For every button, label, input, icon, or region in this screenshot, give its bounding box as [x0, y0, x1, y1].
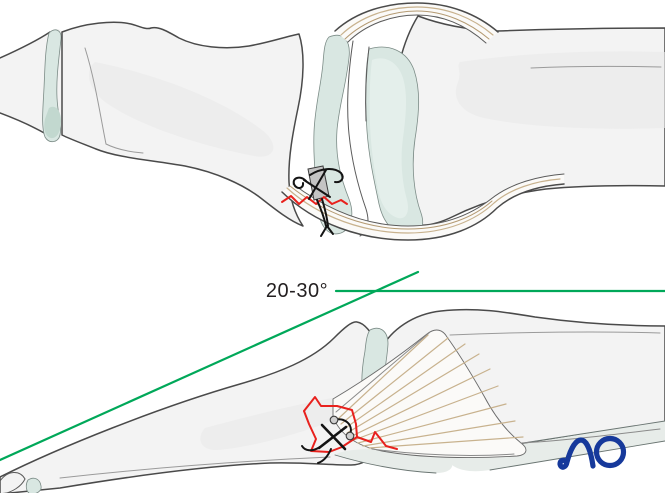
flexor-sheath-edge: [489, 440, 665, 471]
ligament-outer-edge: [281, 183, 565, 241]
cerclage-wire-lateral: [301, 415, 355, 464]
angle-reference-line-shaft: [0, 270, 420, 462]
dip-condyle-edge: [4, 478, 26, 493]
cartilage-shadow-left: [44, 106, 61, 139]
wire-pigtail: [292, 176, 307, 189]
ligament-fiber: [286, 178, 561, 234]
ao-logo-letter-a: [557, 437, 596, 470]
ligament-fiber: [357, 403, 507, 444]
wire-hook: [309, 168, 344, 184]
lateral-view: 20-30°: [0, 270, 665, 493]
wire-knot: [317, 425, 348, 450]
wire-twist-end: [320, 225, 328, 237]
bone-shadow: [200, 394, 364, 451]
ligament-fiber: [340, 6, 494, 36]
collateral-ligament-volar: [282, 174, 564, 240]
bone-contour: [530, 65, 662, 69]
volar-plate-edge: [334, 454, 437, 474]
dip-condyle-edge: [0, 472, 26, 482]
ligament-fiber: [353, 385, 499, 441]
bone-contour: [449, 331, 661, 336]
distal-bone-top-edge: [0, 31, 51, 59]
ao-logo-letter-o: [593, 435, 627, 469]
lateral-band: [520, 428, 661, 444]
collateral-ligament-dorsal: [335, 3, 498, 43]
ligament-fiber: [344, 10, 490, 40]
angle-label: 20-30°: [266, 280, 328, 302]
wire-twist: [321, 198, 329, 227]
ligament-fiber: [343, 343, 466, 430]
wire-twist: [316, 199, 327, 227]
flexor-sheath: [446, 421, 665, 472]
dorsal-view: [0, 2, 665, 241]
articular-cartilage-dip: [25, 477, 42, 493]
cerclage-wire-dorsal: [292, 168, 344, 237]
distal-bone-bottom-edge: [0, 112, 47, 135]
bone-contour: [59, 456, 331, 479]
wire-cross: [308, 169, 327, 200]
fracture-line-lateral: [303, 396, 398, 450]
ligament-fiber: [346, 353, 480, 434]
ao-logo: [557, 435, 627, 470]
k-wire-pin: [345, 431, 355, 441]
wire-twist-end: [317, 448, 332, 464]
ligament-outer-edge: [334, 2, 499, 33]
wire-cross: [303, 179, 331, 198]
fracture-line-dorsal: [281, 195, 348, 205]
k-wire-pin: [329, 415, 339, 425]
ligament-fiber: [289, 185, 493, 230]
joint-space-line: [365, 46, 370, 122]
ligament-fiber: [338, 334, 429, 419]
ligament-fan: [332, 329, 527, 459]
bone-contour: [84, 47, 144, 154]
ligament-fiber: [371, 448, 515, 456]
ligament-fiber: [349, 368, 491, 438]
wire-twist-end: [326, 225, 334, 235]
bone-shadow: [455, 51, 665, 129]
ligament-fan-fibers: [335, 332, 661, 456]
ligament-fiber: [335, 332, 430, 413]
bone-shadow: [88, 62, 274, 157]
ligament-fiber: [362, 420, 516, 447]
ligament-fiber: [340, 337, 449, 425]
wire-twist-end: [301, 445, 321, 452]
ligament-inner-edge: [292, 173, 565, 227]
cartilage-highlight: [369, 58, 408, 219]
ligament-inner-edge: [347, 14, 487, 44]
ligament-fiber: [368, 436, 524, 449]
